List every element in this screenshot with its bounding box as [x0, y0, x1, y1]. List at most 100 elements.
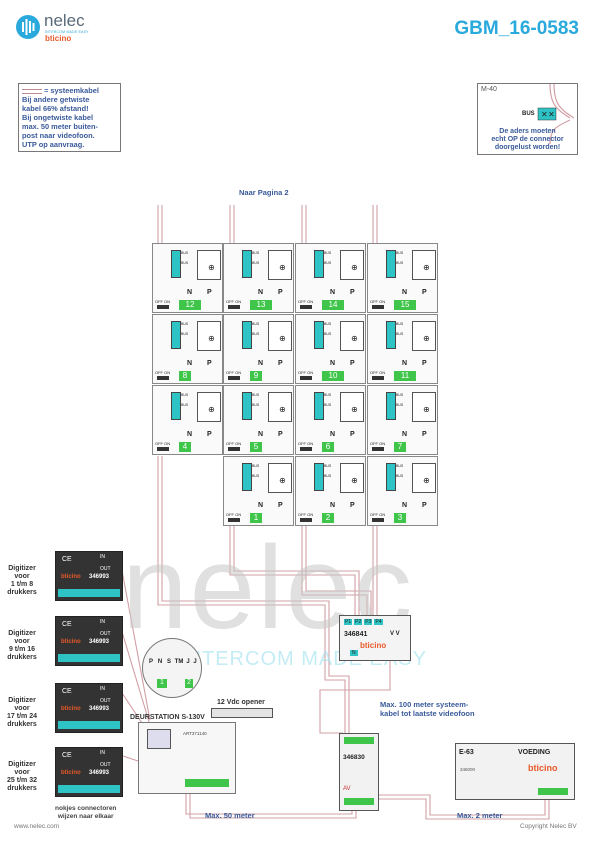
- nokjes-line: nokjes connectoren: [55, 805, 117, 812]
- cable: [319, 659, 391, 734]
- digitizer-label-line: 9 t/m 16: [8, 646, 36, 653]
- in-label: IN: [100, 686, 105, 692]
- bus-label: BUS: [252, 322, 260, 326]
- p-label: P: [422, 289, 427, 296]
- dip-switch: [300, 305, 312, 309]
- bus-terminal: [386, 250, 396, 278]
- bus-label: BUS: [252, 251, 260, 255]
- n-label: N: [330, 431, 336, 438]
- digitizer-label-line: voor: [14, 638, 30, 645]
- ce-mark: CE: [62, 556, 72, 563]
- bus-label: BUS: [324, 261, 332, 265]
- zoom-label: P: [148, 659, 153, 665]
- digitizer-label-line: voor: [14, 705, 30, 712]
- m40-desc-line: De aders moeten: [499, 128, 556, 135]
- switch-label: OFF ON: [298, 370, 314, 375]
- digitizer-brand: bticino: [61, 574, 81, 580]
- distributor-input: P3: [364, 619, 373, 625]
- settings-icon: ⊕: [423, 334, 430, 343]
- dip-switch: [228, 376, 240, 380]
- address-number: 10: [322, 371, 344, 381]
- settings-icon: ⊕: [279, 476, 286, 485]
- digitizer-module: CE IN OUT bticino 346993: [55, 551, 123, 601]
- bus-label: BUS: [396, 474, 404, 478]
- cable: [377, 798, 550, 820]
- bus-label: BUS: [181, 251, 189, 255]
- p-label: P: [422, 502, 427, 509]
- max100-note: Max. 100 meter systeem- kabel tot laatst…: [380, 700, 475, 718]
- n-label: N: [258, 431, 264, 438]
- p-label: P: [278, 431, 283, 438]
- digitizer-label-line: voor: [14, 573, 30, 580]
- interface-bottom-terminals: [344, 798, 374, 805]
- in-label: IN: [100, 750, 105, 756]
- switch-label: OFF ON: [155, 370, 171, 375]
- digitizer-label-line: drukkers: [7, 721, 37, 728]
- address-number: 3: [394, 513, 406, 523]
- nelec-logo: nelec INTERCOM MADE EASY bticino: [14, 11, 98, 44]
- n-label: N: [187, 360, 193, 367]
- distributor-inputs: P1 P2 P3 P4: [344, 619, 383, 625]
- address-number: 6: [322, 442, 334, 452]
- note-line: UTP op aanvraag.: [22, 140, 85, 149]
- bus-terminal: [242, 392, 252, 420]
- digitizer-label-line: Digitizer: [8, 697, 36, 704]
- bus-label: BUS: [324, 332, 332, 336]
- videophone-unit: BUS BUS ⊕ N P OFF ON 15: [367, 243, 438, 313]
- max100-line: kabel tot laatste videofoon: [380, 709, 475, 718]
- note-line: post naar videofoon.: [22, 131, 95, 140]
- bus-label: BUS: [252, 474, 260, 478]
- note-line: Bij andere getwiste: [22, 95, 90, 104]
- bus-label: BUS: [252, 403, 260, 407]
- switch-label: OFF ON: [226, 441, 242, 446]
- bus-label: BUS: [396, 464, 404, 468]
- digitizer-label-line: drukkers: [7, 589, 37, 596]
- bus-terminal: [171, 321, 181, 349]
- p-label: P: [350, 360, 355, 367]
- digitizer-code: 346993: [89, 574, 110, 580]
- p-label: P: [278, 502, 283, 509]
- n-label: N: [258, 360, 264, 367]
- max2-note: Max. 2 meter: [457, 811, 503, 820]
- p-label: P: [278, 360, 283, 367]
- to-page-label: Naar Pagina 2: [239, 188, 289, 197]
- digitizer-module: CE IN OUT bticino 346993: [55, 616, 123, 666]
- cable-note: = systeemkabel Bij andere getwiste kabel…: [18, 83, 121, 152]
- dip-switch: [157, 376, 169, 380]
- nokjes-note: nokjes connectoren wijzen naar elkaar: [55, 805, 116, 821]
- interface-top-terminals: [344, 737, 374, 744]
- digitizer-label-line: Digitizer: [8, 630, 36, 637]
- address-number: 14: [322, 300, 344, 310]
- out-label: OUT: [100, 631, 111, 637]
- cable-legend-text: = systeemkabel: [44, 86, 99, 95]
- switch-label: OFF ON: [370, 299, 386, 304]
- address-number: 2: [322, 513, 334, 523]
- bus-label: BUS: [252, 464, 260, 468]
- settings-icon: ⊕: [279, 263, 286, 272]
- videophone-unit: BUS BUS ⊕ N P OFF ON 8: [152, 314, 223, 384]
- videophone-screen: [268, 250, 292, 280]
- zoom-label: N: [157, 659, 163, 665]
- videophone-screen: [412, 463, 436, 493]
- bus-terminal: [314, 463, 324, 491]
- videophone-unit: BUS BUS ⊕ N P OFF ON 6: [295, 385, 366, 455]
- door-panel: ART371140: [138, 722, 236, 794]
- bus-terminal: [242, 321, 252, 349]
- videophone-screen: [197, 250, 221, 280]
- settings-icon: ⊕: [208, 405, 215, 414]
- zoom-label: J: [186, 659, 190, 665]
- in-label: IN: [100, 554, 105, 560]
- dip-switch: [228, 305, 240, 309]
- videophone-screen: [412, 321, 436, 351]
- bus-label: BUS: [181, 322, 189, 326]
- bus-terminal: [314, 250, 324, 278]
- note-line: kabel 66% afstand!: [22, 104, 89, 113]
- digitizer-terminals: [58, 721, 120, 729]
- digitizer-label-line: Digitizer: [8, 761, 36, 768]
- m40-desc: De aders moeten echt OP de connector doo…: [480, 128, 575, 152]
- cable: [305, 526, 372, 615]
- ce-mark: CE: [62, 752, 72, 759]
